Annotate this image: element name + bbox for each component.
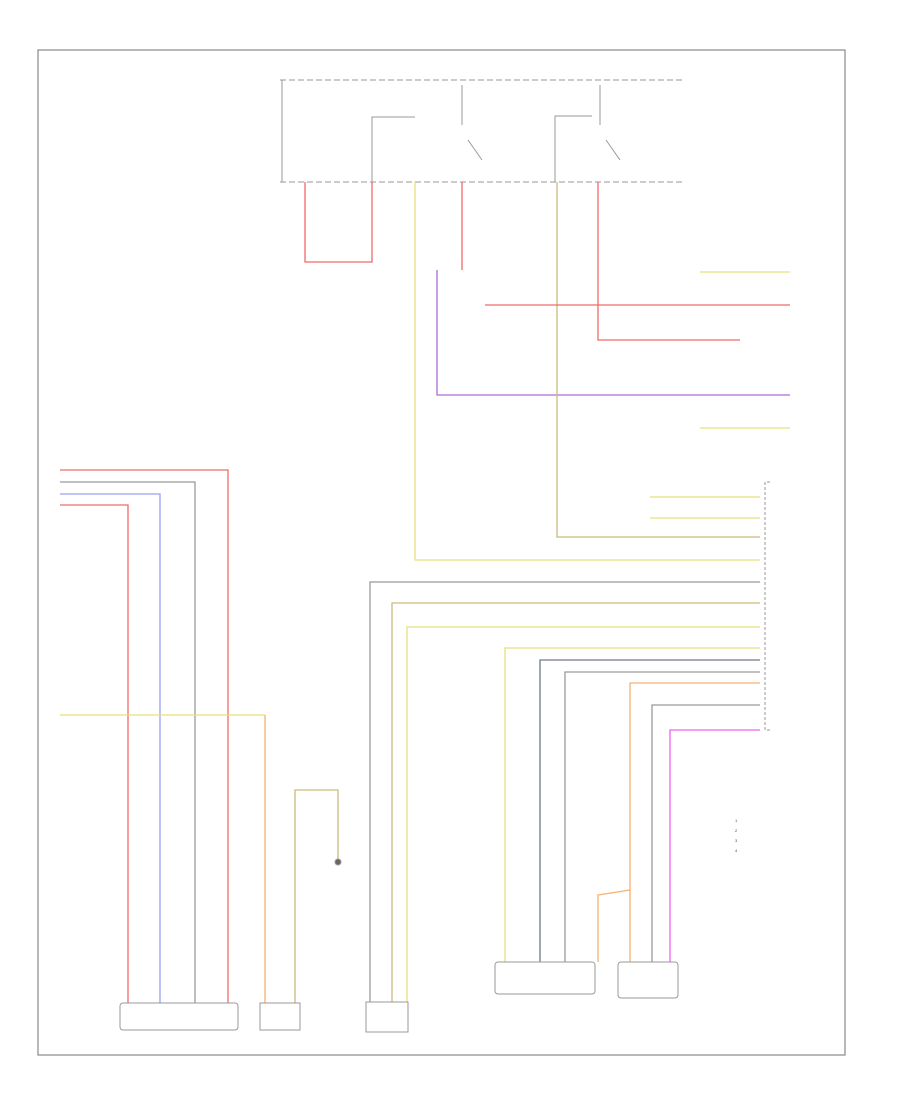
- legend-item: 3: [735, 838, 738, 843]
- relay-box: [259, 1002, 301, 1031]
- top-module: [280, 79, 685, 183]
- red-wire: [60, 504, 129, 1003]
- diagram-border: [37, 49, 846, 1056]
- tan-wire: [391, 602, 760, 1002]
- module-box-b: [617, 961, 679, 999]
- grey-wire: [60, 481, 196, 1003]
- grey-wire: [651, 704, 760, 962]
- blue-wire: [60, 493, 161, 1003]
- orange-wire: [629, 682, 760, 962]
- grey-wire: [564, 671, 760, 962]
- grey-wire: [369, 581, 760, 1002]
- red-wire: [304, 182, 373, 263]
- legend-item: 2: [735, 828, 738, 833]
- purple-wire: [436, 270, 790, 396]
- legend: 1 2 3 4: [735, 818, 738, 853]
- orange-wire: [597, 889, 631, 962]
- yellow-wire: [414, 182, 760, 561]
- seat-switch-box: [119, 1002, 239, 1031]
- darkgrey-wire: [539, 659, 760, 962]
- bottom-components: [119, 858, 679, 1033]
- tan-wire: [294, 789, 339, 1003]
- yellow-wire: [504, 647, 760, 962]
- legend-item: 1: [735, 818, 738, 823]
- yellow-wire: [406, 626, 760, 1002]
- red-wire: [597, 182, 740, 341]
- magenta-wire: [669, 729, 760, 962]
- legend-item: 4: [735, 848, 738, 853]
- switch-box: [365, 1001, 409, 1033]
- right-connector: [764, 481, 770, 731]
- wires: [60, 182, 790, 1003]
- red-wire: [60, 469, 229, 1003]
- module-box-a: [494, 961, 596, 995]
- tan-wire: [556, 182, 760, 538]
